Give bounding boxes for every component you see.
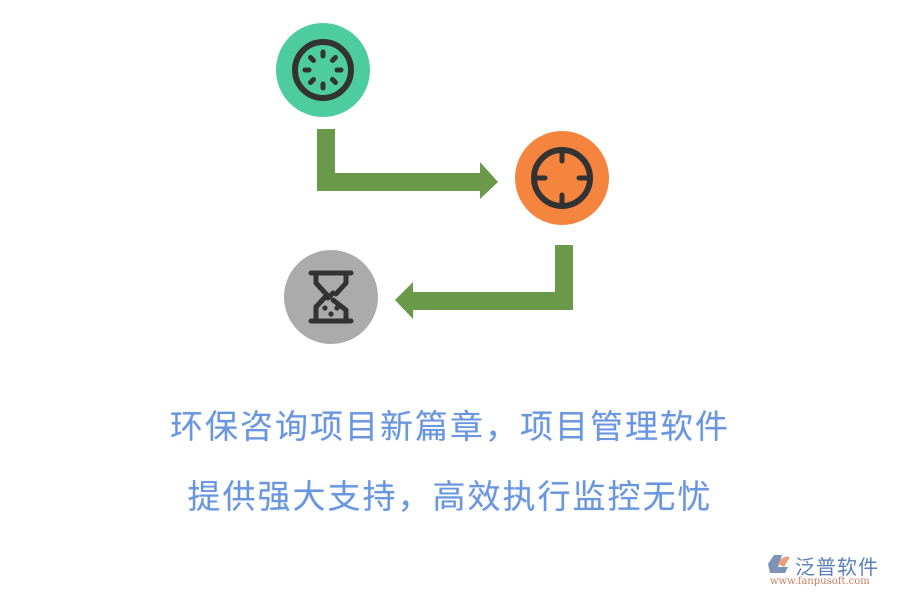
- brand-name: 泛普软件: [795, 555, 879, 579]
- crosshair-target-icon: [531, 147, 593, 209]
- arrow-start-to-target: [317, 129, 498, 199]
- caption-line-1: 环保咨询项目新篇章，项目管理软件: [170, 407, 730, 446]
- brand-url: www.fanpusoft.com: [770, 576, 870, 587]
- wait-node: [284, 250, 378, 344]
- loading-spinner-icon: [292, 39, 354, 101]
- arrow-target-to-wait: [395, 245, 573, 319]
- start-node: [276, 23, 370, 117]
- brand-logo-icon: [768, 555, 790, 573]
- hourglass-icon: [308, 270, 354, 324]
- brand-watermark: 泛普软件 www.fanpusoft.com: [768, 551, 893, 591]
- caption-line-2: 提供强大支持，高效执行监控无忧: [187, 477, 713, 516]
- target-node: [515, 131, 609, 225]
